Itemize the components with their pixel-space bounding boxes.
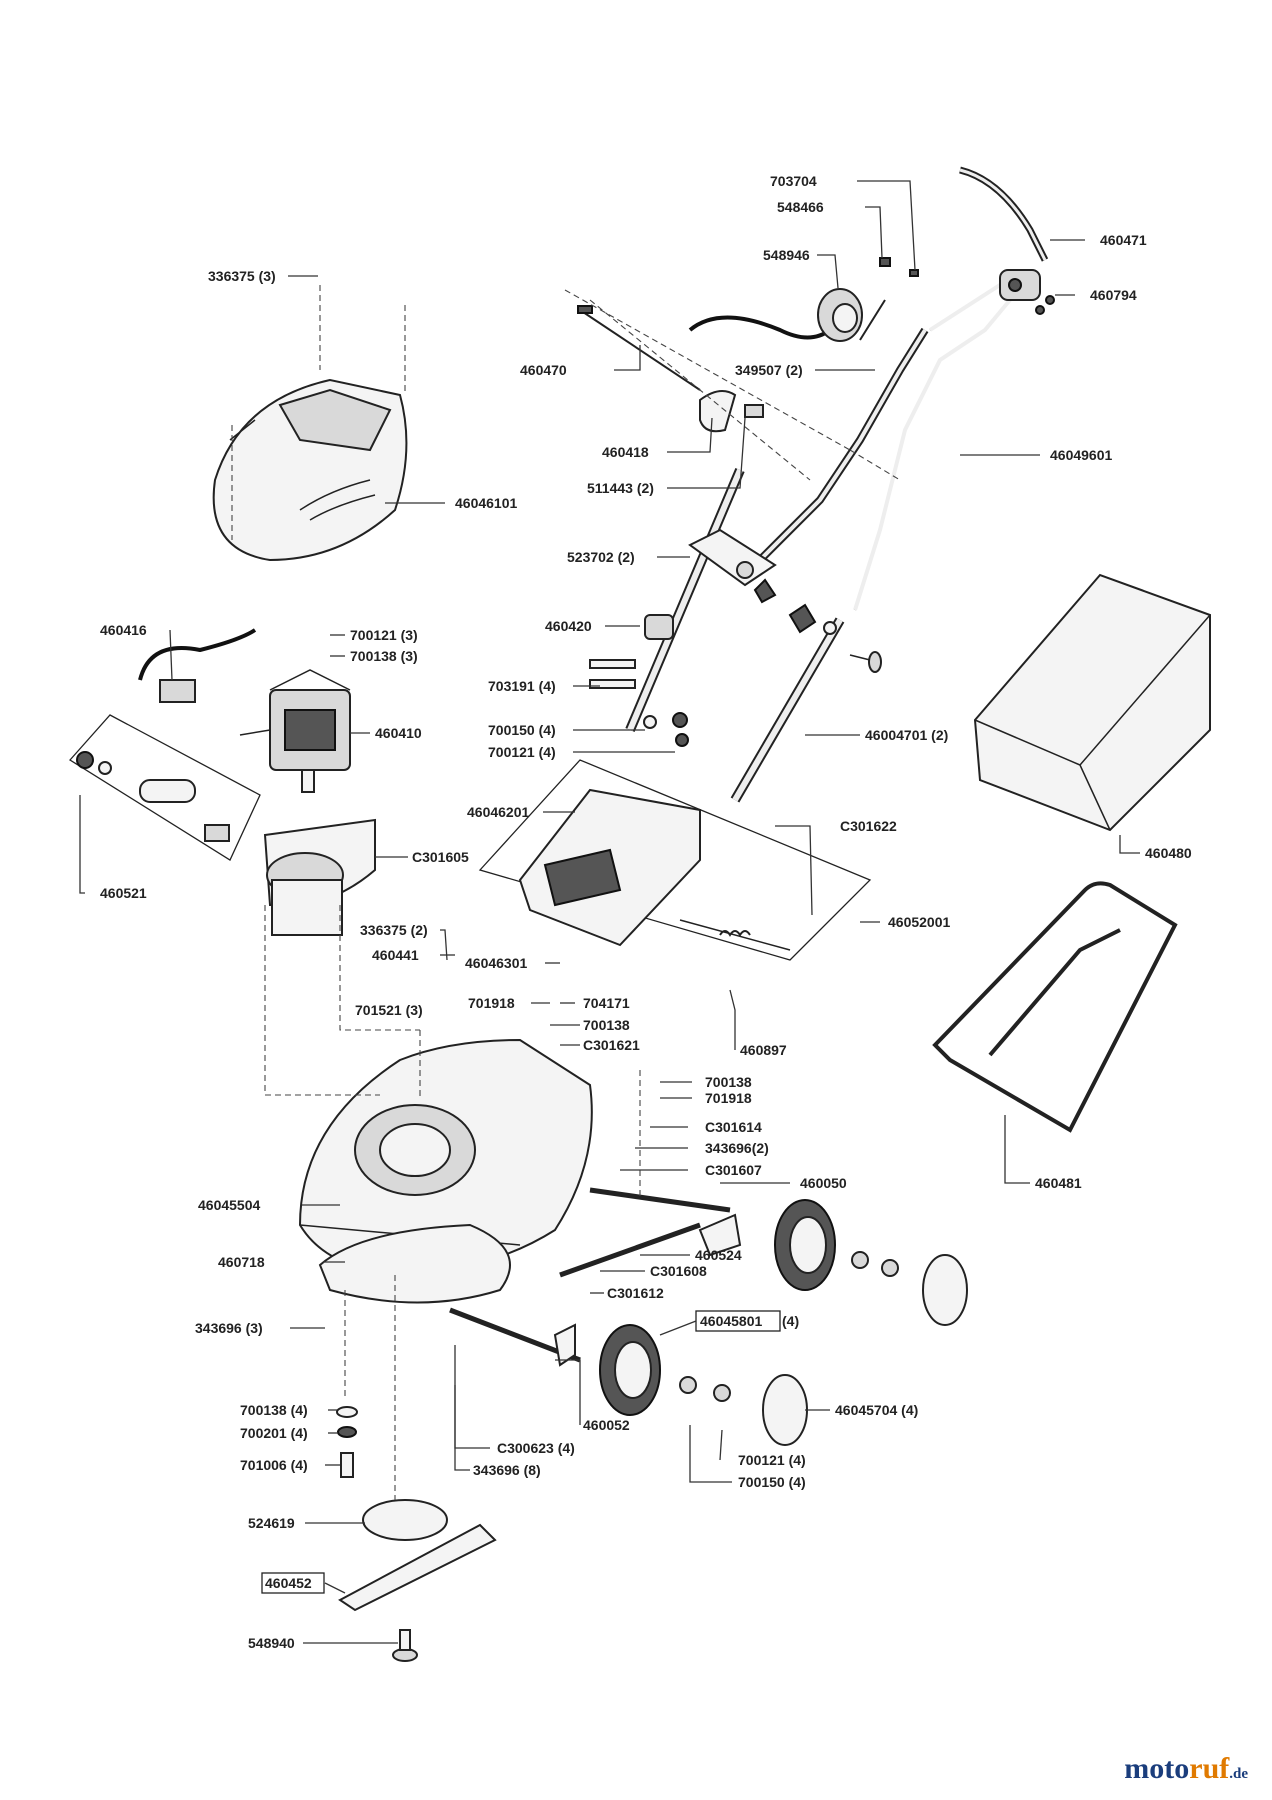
label-460897: 460897	[740, 1042, 787, 1058]
grass-bag-frame-part	[932, 881, 1178, 1133]
power-cord-part	[138, 628, 257, 703]
clip-part	[699, 390, 764, 433]
label-703704: 703704	[770, 173, 817, 189]
box-460452	[261, 1572, 325, 1594]
label-46045504: 46045504	[198, 1197, 261, 1213]
label-460524: 460524	[695, 1247, 742, 1263]
motor-housing-part	[263, 818, 376, 936]
label-548946: 548946	[763, 247, 810, 263]
lower-handle-left-part	[625, 468, 745, 732]
label-460052: 460052	[583, 1417, 630, 1433]
label-460441: 460441	[372, 947, 419, 963]
axle-parts	[449, 1187, 742, 1367]
label-C301621: C301621	[583, 1037, 640, 1053]
label-46046301: 46046301	[465, 955, 528, 971]
handle-knob-parts	[644, 528, 882, 673]
label-46046201: 46046201	[467, 804, 530, 820]
label-548466: 548466	[777, 199, 824, 215]
upper-handle-part	[757, 282, 1014, 611]
part-labels: 703704 548466 460471 548946 460794 33637…	[100, 173, 1192, 1651]
label-C301622: C301622	[840, 818, 897, 834]
label-336375-2: 336375 (2)	[360, 922, 428, 938]
brand-text-c: .de	[1229, 1766, 1248, 1782]
label-700150-4b: 700150 (4)	[738, 1474, 806, 1490]
label-46004701-2: 46004701 (2)	[865, 727, 948, 743]
label-460470: 460470	[520, 362, 567, 378]
label-524619: 524619	[248, 1515, 295, 1531]
label-460794: 460794	[1090, 287, 1137, 303]
lower-handle-right-part	[730, 617, 845, 803]
mower-deck-part	[298, 1038, 593, 1277]
motor-part	[239, 669, 351, 793]
label-343696-3: 343696 (3)	[195, 1320, 263, 1336]
label-704171: 704171	[583, 995, 630, 1011]
label-336375-3: 336375 (3)	[208, 268, 276, 284]
brand-text-b: ruf	[1189, 1752, 1230, 1785]
bowden-cable-part	[577, 305, 701, 391]
brand-text-a: moto	[1124, 1752, 1190, 1785]
label-701006-4: 701006 (4)	[240, 1457, 308, 1473]
cable-460471	[959, 166, 1049, 262]
capacitor-part	[69, 714, 261, 861]
label-460521: 460521	[100, 885, 147, 901]
label-C300623-4: C300623 (4)	[497, 1440, 575, 1456]
label-460410: 460410	[375, 725, 422, 741]
label-523702-2: 523702 (2)	[567, 549, 635, 565]
label-700201-4: 700201 (4)	[240, 1425, 308, 1441]
label-460050: 460050	[800, 1175, 847, 1191]
brand-logo: motoruf.de	[1124, 1752, 1248, 1786]
label-700138a: 700138	[583, 1017, 630, 1033]
label-46049601: 46049601	[1050, 447, 1113, 463]
assembly-guide-lines	[231, 285, 901, 1500]
rear-wheel-part	[774, 1199, 968, 1326]
label-511443-2: 511443 (2)	[587, 480, 654, 496]
label-460480: 460480	[1145, 845, 1192, 861]
label-460718: 460718	[218, 1254, 265, 1270]
label-700121-4a: 700121 (4)	[488, 744, 556, 760]
label-700138b: 700138	[705, 1074, 752, 1090]
label-460481: 460481	[1035, 1175, 1082, 1191]
label-343696-2: 343696(2)	[705, 1140, 769, 1156]
label-46045704-4: 46045704 (4)	[835, 1402, 918, 1418]
label-460416: 460416	[100, 622, 147, 638]
label-700121-3: 700121 (3)	[350, 627, 418, 643]
label-460418: 460418	[602, 444, 649, 460]
label-701918a: 701918	[468, 995, 515, 1011]
label-46045801: 46045801	[700, 1313, 763, 1329]
leader-lines	[79, 180, 1140, 1644]
front-wheel-part	[599, 1324, 808, 1446]
grass-bag-part	[973, 573, 1211, 832]
label-46046101: 46046101	[455, 495, 518, 511]
label-C301608: C301608	[650, 1263, 707, 1279]
label-343696-8: 343696 (8)	[473, 1462, 541, 1478]
label-701521-3: 701521 (3)	[355, 1002, 423, 1018]
label-700121-4b: 700121 (4)	[738, 1452, 806, 1468]
label-700150-4: 700150 (4)	[488, 722, 556, 738]
blade-hardware-parts	[336, 1406, 497, 1662]
switch-box-part	[999, 269, 1055, 315]
label-46045801-qty: (4)	[782, 1313, 799, 1329]
label-700138-4: 700138 (4)	[240, 1402, 308, 1418]
label-548940: 548940	[248, 1635, 295, 1651]
label-700138-3: 700138 (3)	[350, 648, 418, 664]
spring-rod-part	[679, 919, 791, 951]
label-460452: 460452	[265, 1575, 312, 1591]
label-703191-4: 703191 (4)	[488, 678, 556, 694]
label-C301605: C301605	[412, 849, 469, 865]
label-C301612: C301612	[607, 1285, 664, 1301]
chute-flap-part	[478, 759, 872, 961]
label-46052001: 46052001	[888, 914, 951, 930]
deck-base-part	[318, 1223, 511, 1304]
label-C301614: C301614	[705, 1119, 762, 1135]
label-460471: 460471	[1100, 232, 1147, 248]
label-701918b: 701918	[705, 1090, 752, 1106]
label-349507-2: 349507 (2)	[735, 362, 803, 378]
bolt-703191-part	[589, 659, 689, 747]
label-460420: 460420	[545, 618, 592, 634]
label-C301607: C301607	[705, 1162, 762, 1178]
motor-cover-part	[212, 378, 408, 562]
cable-reel-part	[688, 257, 919, 342]
